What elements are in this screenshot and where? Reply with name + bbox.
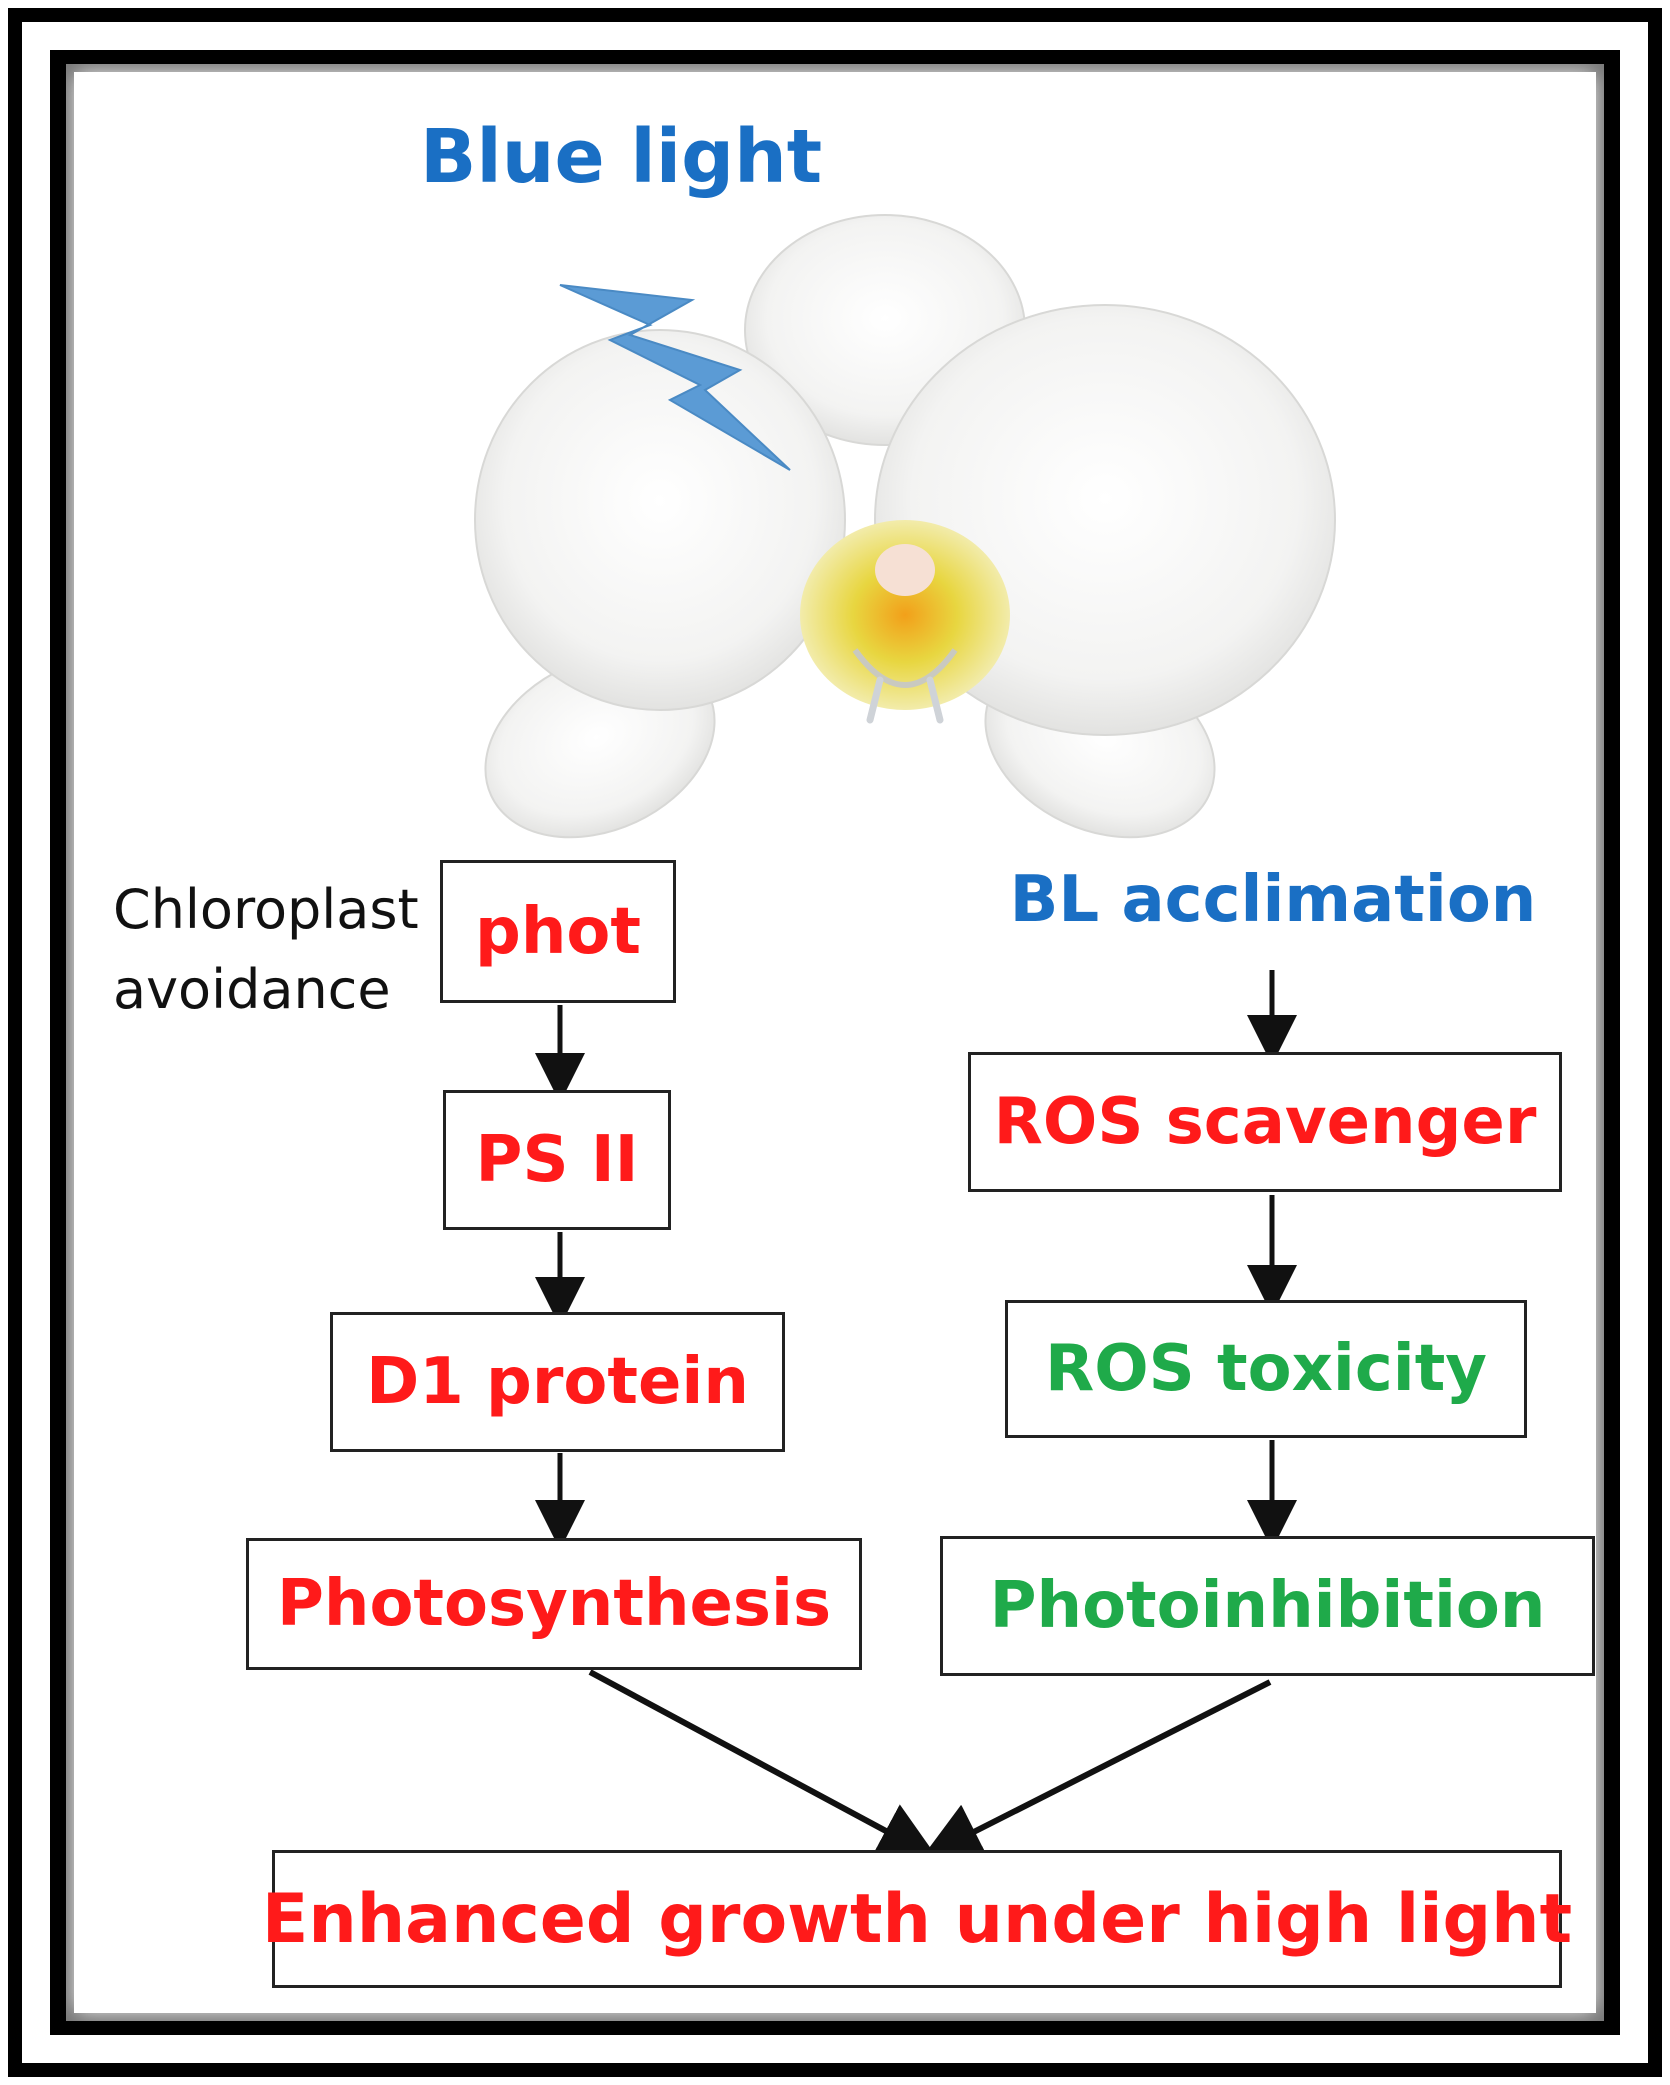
arrow-photosynthesis-to-outcome	[588, 1669, 939, 1860]
node-photosynthesis: Photosynthesis	[246, 1538, 862, 1670]
orchid-column	[875, 544, 935, 596]
orchid-flower-image	[474, 214, 1336, 839]
node-enhanced-growth: Enhanced growth under high light	[262, 1850, 1572, 1988]
lightning-bolt-icon	[559, 284, 791, 471]
node-bl-acclimation: BL acclimation	[1009, 863, 1537, 937]
orchid-lip	[800, 520, 1010, 710]
arrow-photoinhibition-to-outcome	[921, 1679, 1272, 1859]
node-phot: phot	[440, 860, 676, 1003]
orchid-left-petal	[474, 329, 846, 711]
node-d1-protein: D1 protein	[330, 1312, 785, 1452]
diagram-title: Blue light	[420, 114, 823, 200]
side-note-line1: Chloroplast	[113, 878, 419, 941]
node-ros-toxicity: ROS toxicity	[1005, 1300, 1527, 1438]
node-ps-ii: PS II	[443, 1090, 671, 1230]
node-ros-scavenger: ROS scavenger	[968, 1052, 1562, 1192]
node-photoinhibition: Photoinhibition	[940, 1536, 1595, 1676]
side-note-line2: avoidance	[113, 958, 391, 1021]
